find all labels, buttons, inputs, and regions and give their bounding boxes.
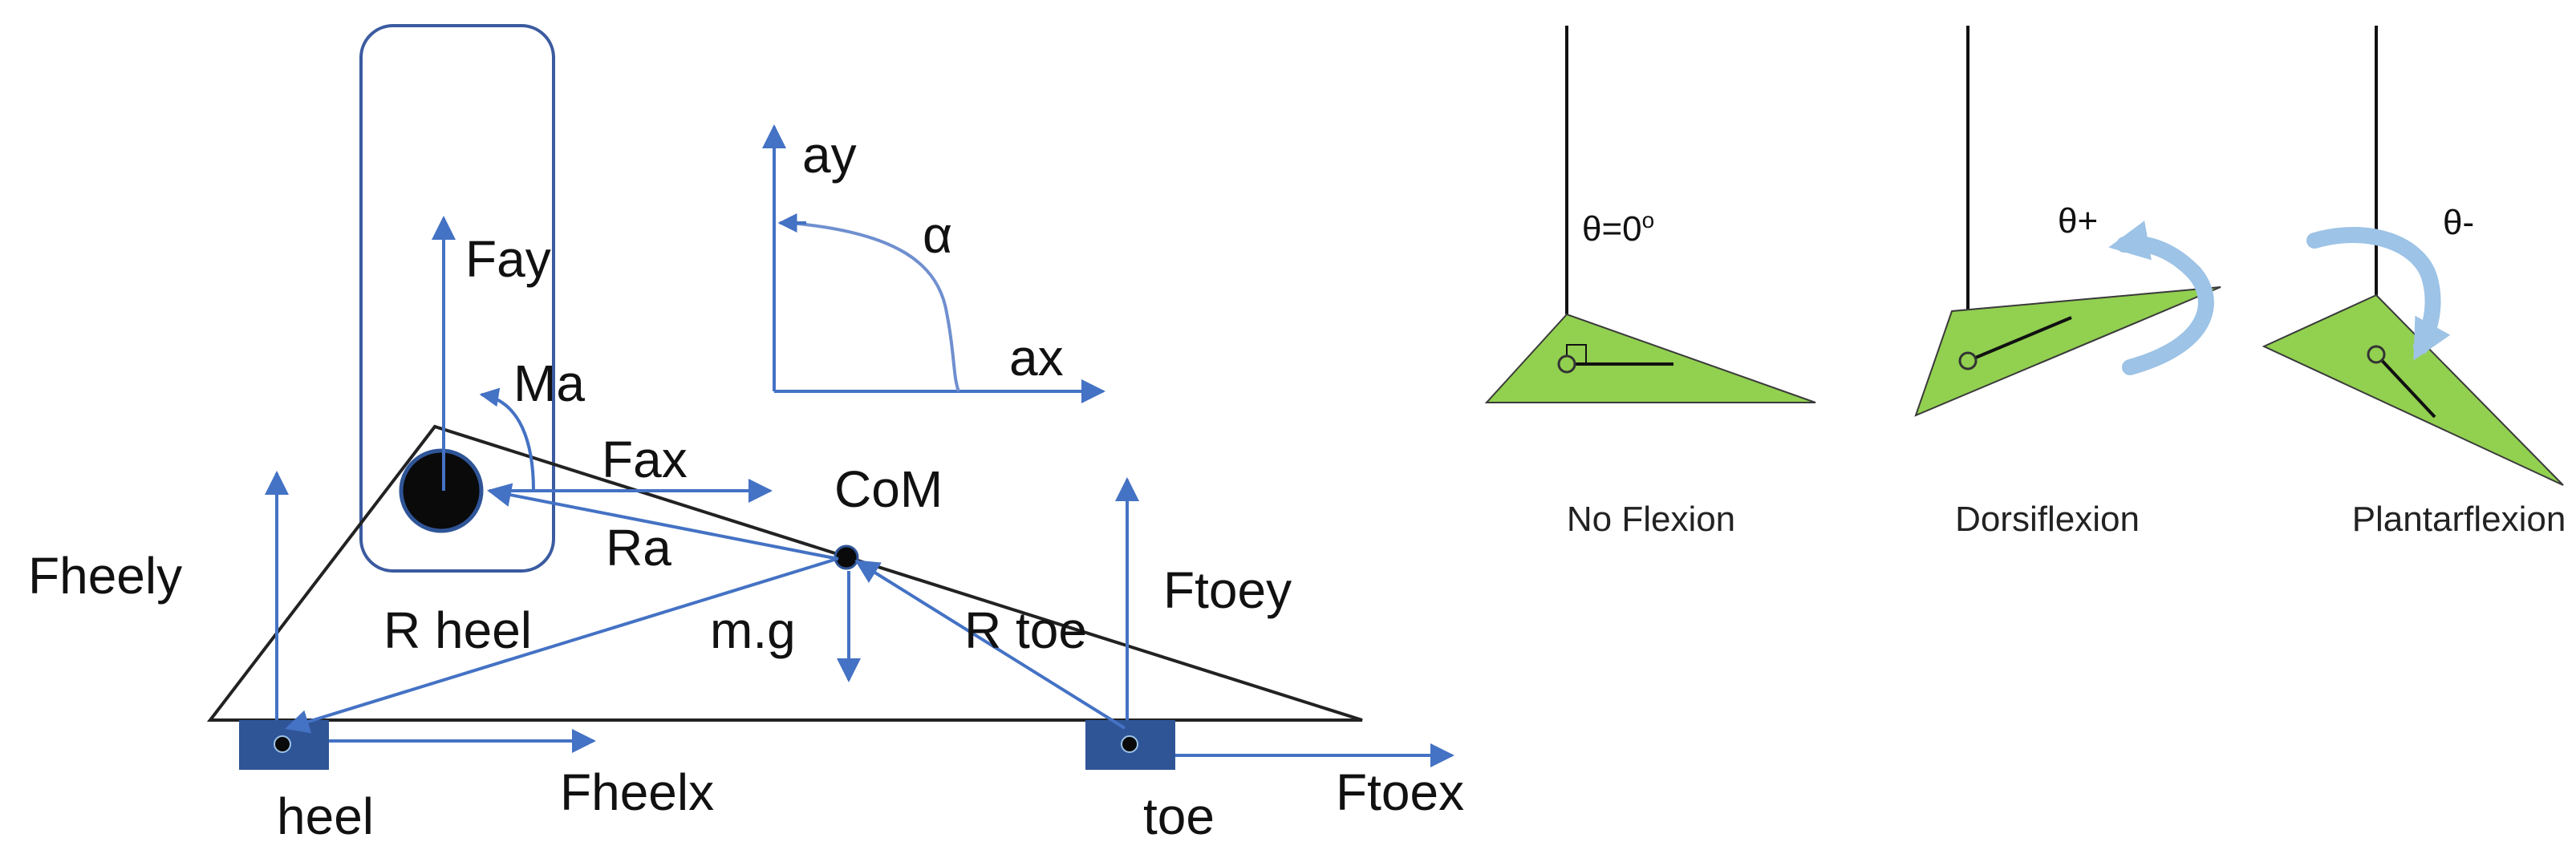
toe-contact-dot: [1121, 735, 1138, 753]
ftoex-label: Ftoex: [1336, 763, 1464, 821]
r-toe-arrow: [854, 560, 1126, 730]
foot-shape: [1484, 313, 1816, 403]
heel-contact-dot: [274, 735, 291, 753]
ax-label: ax: [1009, 329, 1064, 387]
r-heel-arrow: [285, 558, 835, 734]
fheely-label: Fheely: [28, 547, 182, 605]
degree-mark: o: [1642, 208, 1655, 233]
foot-triangle: [206, 424, 1363, 722]
angle-value: θ=0: [1582, 209, 1642, 249]
r-toe-label: R toe: [964, 601, 1087, 659]
alpha-label: α: [923, 206, 952, 264]
ankle-joint: [399, 448, 484, 533]
angle-label: θ=0o: [1582, 208, 1654, 249]
foot-shape: [2262, 293, 2564, 486]
panel-caption: Plantarflexion: [2352, 500, 2566, 539]
toe-label: toe: [1143, 787, 1215, 845]
fay-label: Fay: [465, 230, 551, 288]
fheelx-label: Fheelx: [560, 763, 714, 821]
foot-shape: [1914, 286, 2221, 417]
heel-label: heel: [277, 787, 374, 845]
ra-label: Ra: [606, 519, 671, 577]
shank-outline: [359, 24, 555, 573]
right-angle-mark: [1566, 344, 1587, 365]
foot-axis-line: [2375, 353, 2436, 419]
com-label: CoM: [834, 460, 943, 518]
free-body-diagram: ay α ax Fay Ma Fax CoM Ra Fheely R heel …: [28, 24, 1464, 845]
panel-caption: Dorsiflexion: [1955, 500, 2140, 539]
plantarflexion-rotation-arrow: [2306, 227, 2451, 361]
ma-moment-arrow: [479, 387, 535, 492]
acceleration-axes: [762, 124, 1105, 403]
angle-label: θ-: [2443, 203, 2474, 242]
alpha-arc: [789, 221, 960, 392]
ankle-circle: [1557, 354, 1576, 374]
r-heel-label: R heel: [383, 601, 532, 659]
ay-label: ay: [802, 126, 857, 184]
ftoey-label: Ftoey: [1163, 561, 1292, 619]
com-dot: [834, 544, 859, 570]
dorsiflexion-rotation-arrow: [2108, 221, 2214, 375]
mg-label: m.g: [710, 601, 796, 659]
panel-caption: No Flexion: [1567, 500, 1735, 539]
dorsiflexion-panel: θ+ Dorsiflexion: [1914, 26, 2221, 539]
ra-arrow: [487, 483, 839, 561]
fax-label: Fax: [602, 431, 688, 488]
angle-label: θ+: [2058, 201, 2098, 241]
ankle-circle: [2367, 345, 2386, 364]
foot-axis-line: [1967, 316, 2072, 362]
plantarflexion-panel: θ- Plantarflexion: [2262, 26, 2566, 539]
ma-label: Ma: [513, 354, 585, 412]
ankle-circle: [1958, 351, 1978, 370]
no-flexion-panel: θ=0o No Flexion: [1484, 26, 1816, 539]
